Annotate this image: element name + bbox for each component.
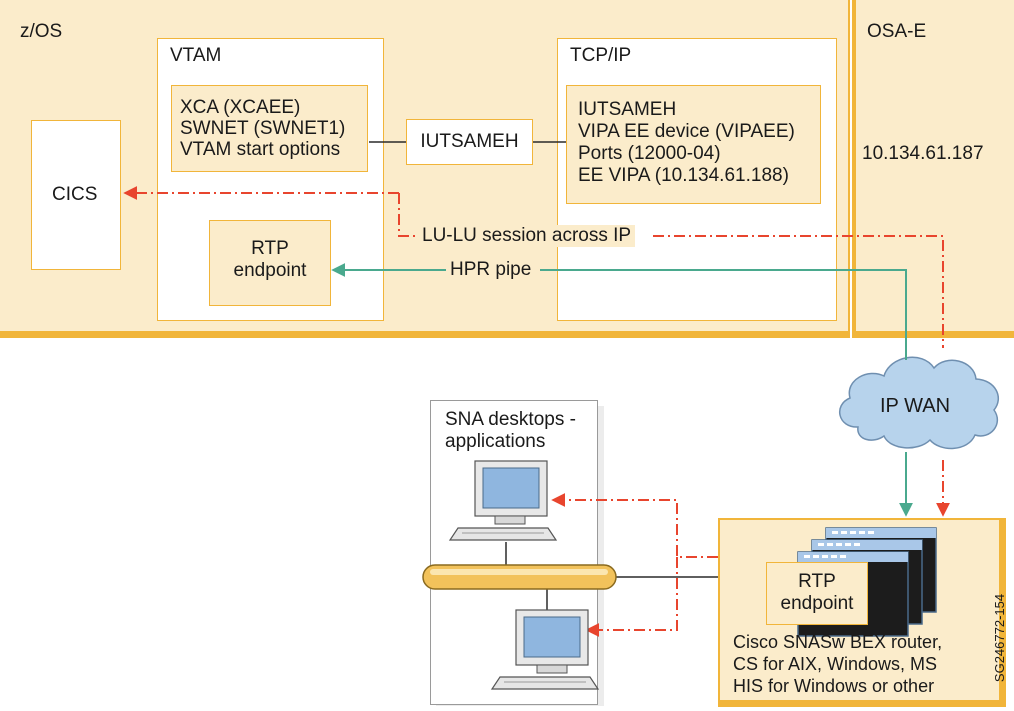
vtam-config-box xyxy=(171,85,368,172)
hpr-pipe-line xyxy=(331,263,913,517)
vtam-rtp-endpoint-box xyxy=(209,220,331,306)
tcpip-config-line: IUTSAMEH xyxy=(578,99,677,120)
ip-wan-label: IP WAN xyxy=(880,395,951,417)
desktops-title: SNA desktops - applications xyxy=(445,409,576,452)
router-caption-line: HIS for Windows or other xyxy=(733,676,935,696)
vtam-title: VTAM xyxy=(170,45,222,66)
zos-title: z/OS xyxy=(20,21,63,42)
vtam-config-lines: XCA (XCAEE) SWNET (SWNET1) VTAM start op… xyxy=(180,97,345,160)
router-rtp-endpoint-box xyxy=(766,562,868,625)
tcpip-config-line: Ports (12000-04) xyxy=(578,143,721,164)
cloud-icon xyxy=(839,356,999,450)
lan-bus-icon xyxy=(422,542,718,610)
osa-title: OSA-E xyxy=(867,21,927,42)
vtam-config-line: VTAM start options xyxy=(180,139,341,160)
figure-id: SG246772-154 xyxy=(992,593,1007,683)
router-rtp-endpoint-label: RTP endpoint xyxy=(780,571,854,614)
vtam-config-line: SWNET (SWNET1) xyxy=(180,118,346,139)
vtam-rtp-endpoint-label: RTP endpoint xyxy=(233,238,307,281)
tcpip-config-box xyxy=(566,85,821,204)
iutsameh-link-label: IUTSAMEH xyxy=(420,131,519,152)
tcpip-config-line: EE VIPA (10.134.61.188) xyxy=(578,165,789,186)
desktop-computer-icon xyxy=(448,460,558,541)
router-caption: Cisco SNASw BEX router, CS for AIX, Wind… xyxy=(733,631,942,697)
router-caption-line: Cisco SNASw BEX router, xyxy=(733,632,943,652)
tcpip-title: TCP/IP xyxy=(570,45,632,66)
router-caption-line: CS for AIX, Windows, MS xyxy=(733,654,938,674)
hpr-pipe-label: HPR pipe xyxy=(446,259,536,281)
desktop-computer-icon xyxy=(490,609,600,690)
vtam-config-line: XCA (XCAEE) xyxy=(180,97,301,118)
cics-label: CICS xyxy=(52,184,98,205)
osa-panel xyxy=(852,0,1014,338)
cics-box xyxy=(31,120,121,270)
lu-lu-session-label: LU-LU session across IP xyxy=(418,225,636,247)
osa-ip: 10.134.61.187 xyxy=(862,143,984,164)
iutsameh-link-box xyxy=(406,119,533,165)
tcpip-config-line: VIPA EE device (VIPAEE) xyxy=(578,121,795,142)
tcpip-config-lines: IUTSAMEH VIPA EE device (VIPAEE) Ports (… xyxy=(578,99,795,187)
